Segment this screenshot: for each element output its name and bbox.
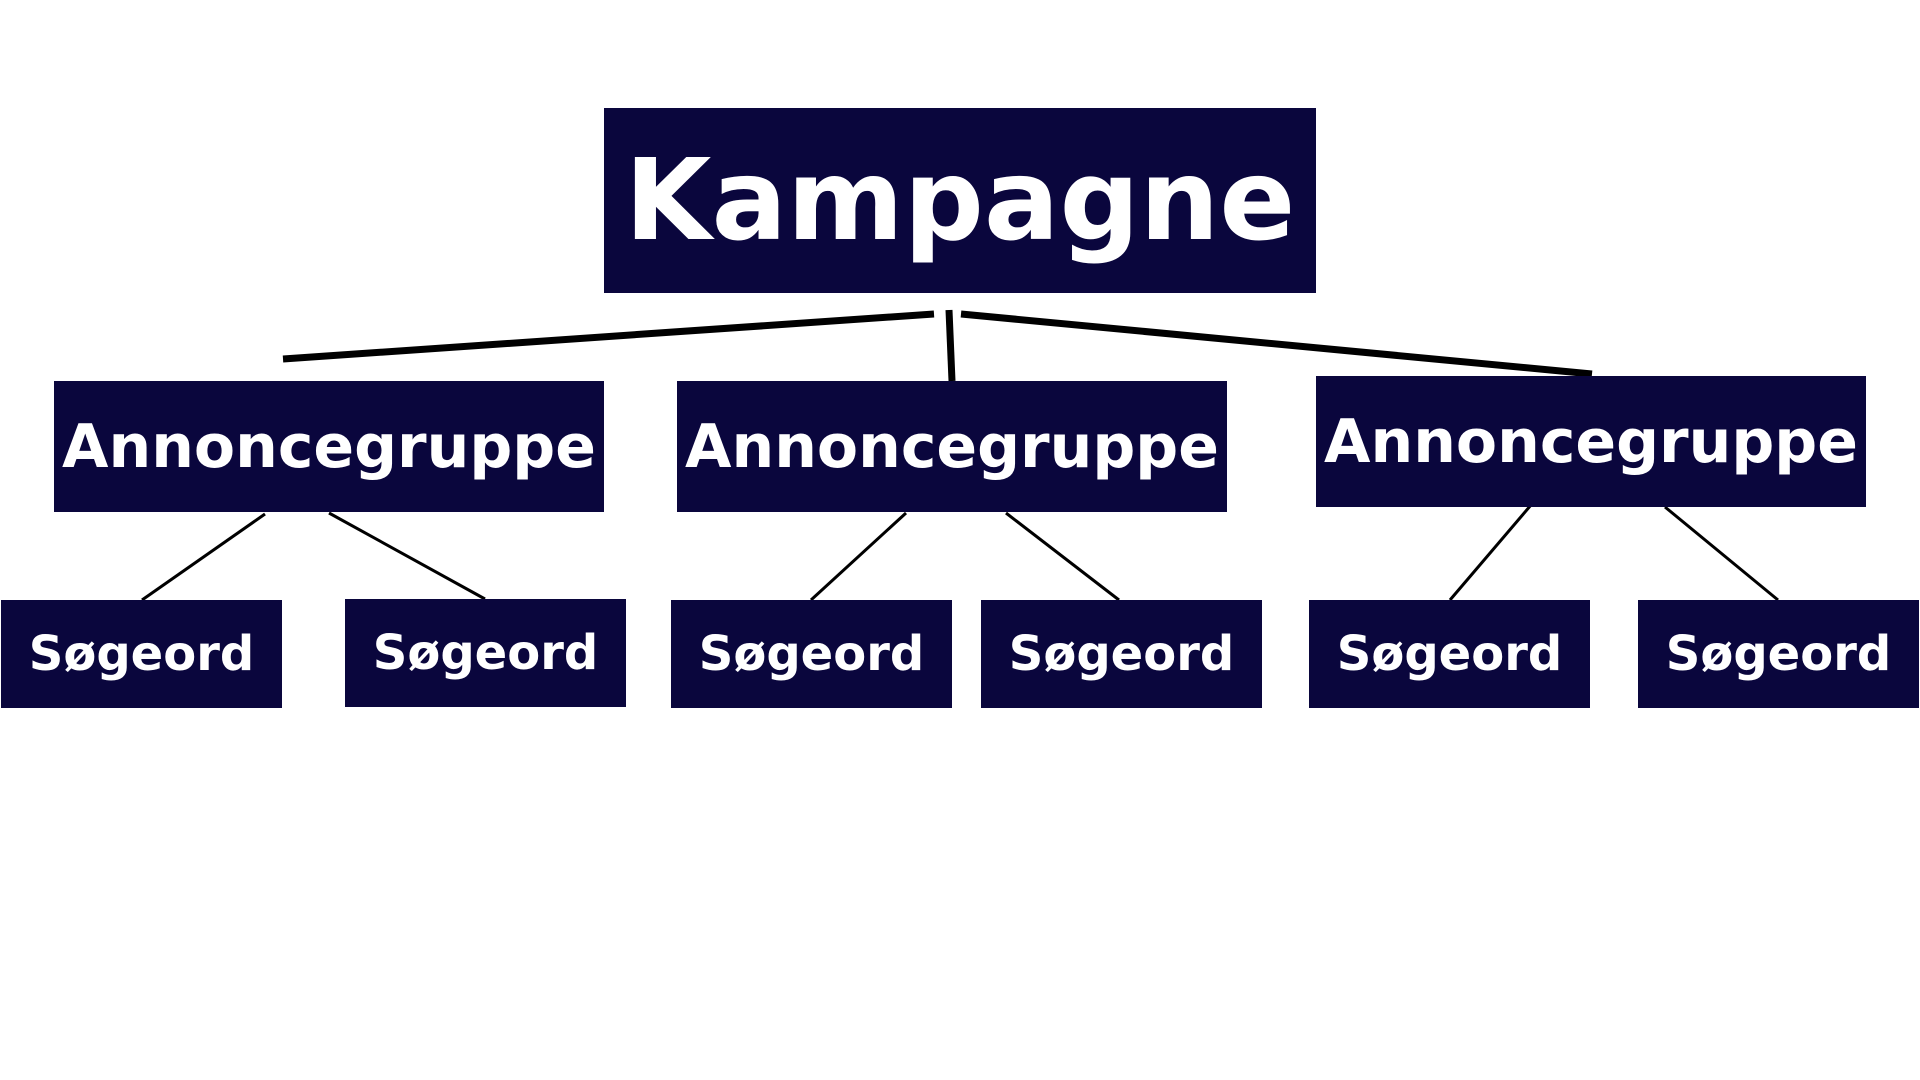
connector-root-group-2 [945, 309, 956, 382]
campaign-node: Kampagne [604, 108, 1316, 293]
connector-group-2-keyword-2 [1005, 511, 1120, 602]
ad-group-node-1: Annoncegruppe [54, 381, 604, 512]
keyword-node-3-1: Søgeord [1309, 600, 1590, 708]
ad-group-node-3: Annoncegruppe [1316, 376, 1866, 507]
connector-group-1-keyword-1 [141, 512, 266, 602]
connector-group-2-keyword-1 [809, 511, 908, 602]
connector-group-1-keyword-2 [328, 511, 486, 601]
keyword-node-1-1: Søgeord [1, 600, 282, 708]
keyword-node-2-1: Søgeord [671, 600, 952, 708]
keyword-node-2-2: Søgeord [981, 600, 1262, 708]
connector-group-3-keyword-2 [1664, 505, 1779, 602]
connector-group-3-keyword-1 [1448, 504, 1533, 601]
keyword-node-3-2: Søgeord [1638, 600, 1919, 708]
connector-root-group-3 [960, 310, 1593, 378]
connector-root-group-1 [282, 310, 935, 363]
keyword-node-1-2: Søgeord [345, 599, 626, 707]
ad-group-node-2: Annoncegruppe [677, 381, 1227, 512]
